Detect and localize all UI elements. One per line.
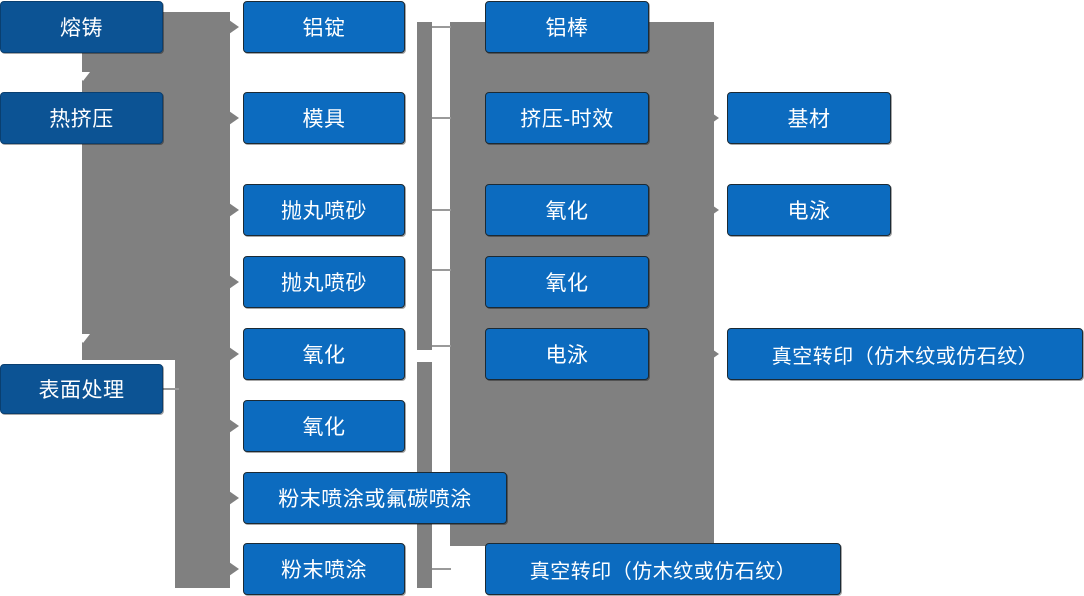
process-label-oxidation-2: 氧化 xyxy=(302,416,346,439)
arrow-to-oxidation-2 xyxy=(229,419,239,433)
mid-tie-line-5 xyxy=(432,345,451,347)
process-label-electrophoresis-mid: 电泳 xyxy=(545,344,589,367)
mid-tie-line-4 xyxy=(432,269,451,271)
arrow-tail-to-vacuum-transfer xyxy=(703,352,711,355)
stage-box-hot-extrusion[interactable]: 热挤压 xyxy=(0,92,163,144)
process-box-oxidation-2[interactable]: 氧化 xyxy=(243,400,405,452)
process-box-aluminum-bar[interactable]: 铝棒 xyxy=(485,1,649,53)
arrow-to-powder-or-fluorocarbon-coating xyxy=(229,491,239,505)
mid-connector-band-narrow xyxy=(417,22,432,350)
output-label-substrate: 基材 xyxy=(787,108,831,131)
process-label-aluminum-ingot: 铝锭 xyxy=(302,17,346,40)
surface-treatment-connector-line xyxy=(163,388,179,390)
process-label-oxidation-4: 氧化 xyxy=(545,272,589,295)
arrow-to-oxidation-1 xyxy=(229,347,239,361)
output-label-electrophoresis: 电泳 xyxy=(787,200,831,223)
process-label-extrusion-aging: 挤压-时效 xyxy=(520,108,614,131)
arrow-to-electrophoresis xyxy=(709,203,719,217)
process-box-electrophoresis-mid[interactable]: 电泳 xyxy=(485,328,649,380)
stage-box-surface-treatment[interactable]: 表面处理 xyxy=(0,364,163,414)
mid-tie-line-3 xyxy=(432,209,451,211)
stage-label-hot-extrusion: 热挤压 xyxy=(49,108,114,131)
arrow-to-powder-coating xyxy=(229,562,239,576)
output-box-electrophoresis[interactable]: 电泳 xyxy=(727,184,891,236)
process-box-shot-blasting-2[interactable]: 抛丸喷砂 xyxy=(243,256,405,308)
process-box-powder-or-fluorocarbon-coating[interactable]: 粉末喷涂或氟碳喷涂 xyxy=(243,472,507,524)
process-box-oxidation-1[interactable]: 氧化 xyxy=(243,328,405,380)
arrow-to-substrate xyxy=(709,111,719,125)
process-label-mold: 模具 xyxy=(302,108,346,131)
process-box-aluminum-ingot[interactable]: 铝锭 xyxy=(243,1,405,53)
arrow-tail-to-substrate xyxy=(703,116,711,119)
arrow-to-aluminum-ingot xyxy=(229,20,239,34)
output-label-vacuum-transfer: 真空转印（仿木纹或仿石纹） xyxy=(771,345,1039,368)
down-arrow-head-icon-bottom xyxy=(76,334,90,343)
process-box-mold[interactable]: 模具 xyxy=(243,92,405,144)
mid-tie-line-1 xyxy=(432,26,451,28)
process-label-powder-or-fluorocarbon-coating: 粉末喷涂或氟碳喷涂 xyxy=(278,488,472,511)
stage-label-melting-casting: 熔铸 xyxy=(60,17,103,40)
output-box-substrate[interactable]: 基材 xyxy=(727,92,891,144)
arrow-to-shot-blasting-1 xyxy=(229,203,239,217)
arrow-to-shot-blasting-2 xyxy=(229,275,239,289)
process-label-shot-blasting-2: 抛丸喷砂 xyxy=(281,272,367,295)
process-box-oxidation-4[interactable]: 氧化 xyxy=(485,256,649,308)
left-connector-band-narrow xyxy=(175,360,230,588)
process-box-shot-blasting-1[interactable]: 抛丸喷砂 xyxy=(243,184,405,236)
process-box-powder-coating[interactable]: 粉末喷涂 xyxy=(243,543,405,595)
mid-tie-line-6 xyxy=(432,568,451,570)
process-box-extrusion-aging[interactable]: 挤压-时效 xyxy=(485,92,649,144)
process-label-powder-coating: 粉末喷涂 xyxy=(281,559,367,582)
process-label-oxidation-1: 氧化 xyxy=(302,344,346,367)
stage-box-melting-casting[interactable]: 熔铸 xyxy=(0,1,163,53)
down-arrow-head-icon-top xyxy=(76,72,90,81)
output-box-vacuum-transfer[interactable]: 真空转印（仿木纹或仿石纹） xyxy=(727,328,1083,380)
arrow-tail-to-electrophoresis xyxy=(703,208,711,211)
process-label-oxidation-3: 氧化 xyxy=(545,200,589,223)
left-connector-band-wide xyxy=(82,12,230,360)
process-label-vacuum-transfer-mid: 真空转印（仿木纹或仿石纹） xyxy=(529,560,797,583)
arrow-to-mold xyxy=(229,111,239,125)
stage-label-surface-treatment: 表面处理 xyxy=(38,379,125,402)
arrow-to-vacuum-transfer xyxy=(709,347,719,361)
process-label-shot-blasting-1: 抛丸喷砂 xyxy=(281,200,367,223)
process-box-oxidation-3[interactable]: 氧化 xyxy=(485,184,649,236)
process-label-aluminum-bar: 铝棒 xyxy=(545,17,589,40)
mid-tie-line-2 xyxy=(432,117,451,119)
process-box-vacuum-transfer-mid[interactable]: 真空转印（仿木纹或仿石纹） xyxy=(485,543,841,595)
